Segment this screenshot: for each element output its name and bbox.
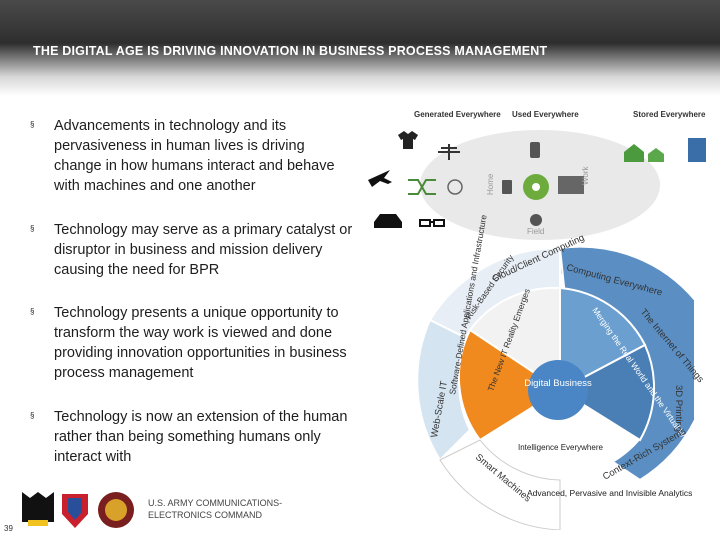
phone-icon (530, 142, 540, 158)
col-stored-label: Stored Everywhere (633, 110, 706, 119)
segment-merging-right (557, 343, 655, 442)
label-3d-printing: 3D Printing (673, 385, 684, 432)
house-icon-2 (648, 148, 664, 162)
shield-logo-inner (68, 498, 82, 520)
bullet-text: Technology is now an extension of the hu… (54, 409, 348, 465)
footer-logos: U.S. ARMY COMMUNICATIONS- ELECTRONICS CO… (20, 488, 310, 532)
camera-icon (530, 214, 542, 226)
gauge-icon (447, 179, 463, 195)
segment-risk-based-security (468, 286, 561, 392)
army-logo (22, 492, 54, 522)
label-analytics: Advanced, Pervasive and Invisible Analyt… (527, 488, 692, 498)
glasses-icon (419, 219, 445, 227)
plane-icon (368, 170, 392, 187)
monitor-icon (558, 176, 584, 194)
bullet-text: Technology presents a unique opportunity… (54, 305, 347, 381)
bullet-item: § Technology may serve as a primary cata… (30, 220, 360, 280)
center-circle (528, 360, 588, 420)
segment-merging-worlds (559, 286, 647, 392)
everywhere-header: Generated Everywhere Used Everywhere Sto… (368, 110, 706, 240)
work-label: Work (581, 165, 590, 185)
bullet-item: § Technology is now an extension of the … (30, 407, 360, 467)
field-label: Field (527, 227, 544, 236)
center-label: Digital Business (524, 378, 592, 389)
page-title: THE DIGITAL AGE IS DRIVING INNOVATION IN… (33, 44, 548, 58)
tablet-icon (502, 180, 512, 194)
home-label: Home (486, 173, 495, 195)
bullet-marker: § (30, 307, 35, 316)
building-icon (688, 138, 706, 162)
bullet-marker: § (30, 120, 35, 129)
house-icon (624, 144, 644, 162)
bullet-marker: § (30, 224, 35, 233)
outer-ring-left (416, 318, 472, 462)
bullet-item: § Advancements in technology and its per… (30, 116, 360, 196)
label-intelligence: Intelligence Everywhere (518, 443, 603, 452)
agency-logos: U.S. ARMY COMMUNICATIONS- ELECTRONICS CO… (22, 492, 282, 528)
car-icon (374, 214, 402, 228)
segment-bottom (480, 390, 640, 477)
col-used-label: Used Everywhere (512, 110, 579, 119)
agency-name-line1: U.S. ARMY COMMUNICATIONS- (148, 498, 282, 508)
shirt-icon (398, 131, 418, 149)
digital-business-diagram: Generated Everywhere Used Everywhere Sto… (368, 110, 706, 530)
shuffle-icon (408, 179, 436, 195)
col-generated-label: Generated Everywhere (414, 110, 501, 119)
bullet-text: Technology may serve as a primary cataly… (54, 222, 353, 278)
title-bar: THE DIGITAL AGE IS DRIVING INNOVATION IN… (0, 0, 720, 96)
segment-new-it-reality (457, 328, 562, 442)
agency-name-line2: ELECTRONICS COMMAND (148, 510, 263, 520)
bullet-item: § Technology presents a unique opportuni… (30, 303, 360, 383)
seal-logo-inner (105, 499, 127, 521)
page-number: 39 (4, 524, 13, 533)
segment-smart-machines (439, 439, 561, 530)
bullet-marker: § (30, 411, 35, 420)
drone-icon (438, 144, 460, 160)
army-logo-bar (28, 520, 48, 526)
bullet-text: Advancements in technology and its perva… (54, 118, 335, 194)
network-icon-center (532, 183, 540, 191)
